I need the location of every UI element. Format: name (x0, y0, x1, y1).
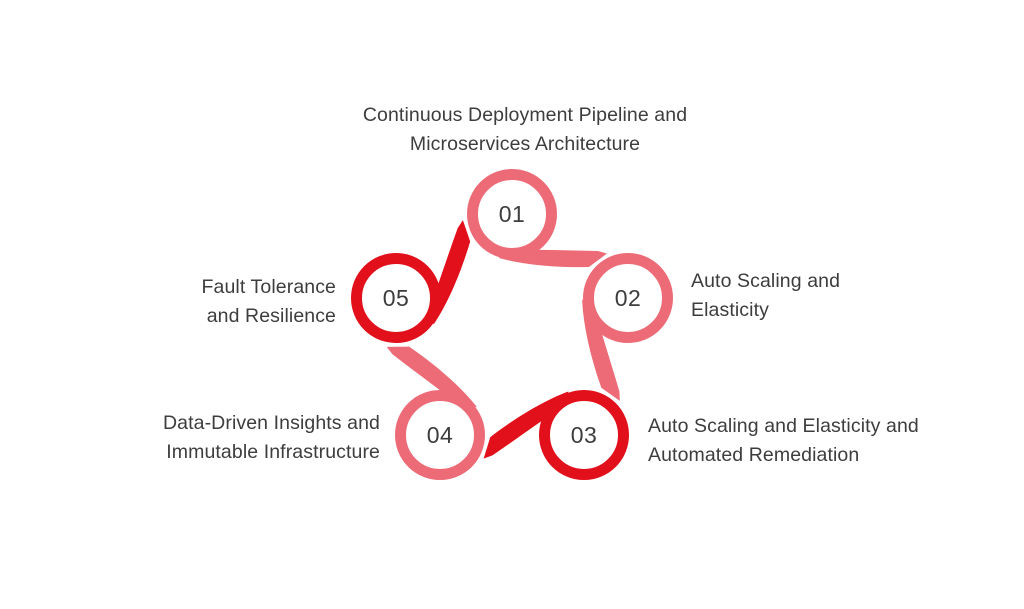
step-label-05: Fault Tolerance and Resilience (85, 273, 336, 331)
step-label-04: Data-Driven Insights and Immutable Infra… (78, 409, 380, 467)
step-ring-04 (395, 390, 485, 480)
step-label-05-line-2: and Resilience (206, 305, 336, 327)
step-ring-02 (583, 253, 673, 343)
step-label-05-line-1: Fault Tolerance (201, 276, 336, 298)
step-label-02: Auto Scaling and Elasticity (691, 267, 951, 325)
step-rings (351, 169, 673, 480)
tail-02-to-03 (582, 299, 620, 401)
step-number-03: 03 (571, 422, 598, 448)
step-label-01-line-1: Continuous Deployment Pipeline and (362, 104, 688, 126)
step-label-01-line-2: Microservices Architecture (409, 133, 641, 155)
tail-03-to-04 (483, 391, 569, 459)
step-label-01: Continuous Deployment Pipeline and Micro… (275, 101, 775, 159)
step-label-03-line-1: Auto Scaling and Elasticity and (648, 415, 919, 437)
step-label-03: Auto Scaling and Elasticity and Automate… (648, 412, 978, 470)
step-label-03-line-2: Automated Remediation (648, 444, 860, 466)
step-number-01: 01 (499, 201, 526, 227)
step-label-02-line-2: Elasticity (691, 299, 769, 321)
step-numbers: 01 02 03 04 05 (383, 201, 642, 448)
step-label-04-line-2: Immutable Infrastructure (166, 441, 380, 463)
step-label-02-line-1: Auto Scaling and (691, 270, 841, 292)
step-number-04: 04 (427, 422, 454, 448)
step-ring-01 (467, 169, 557, 259)
step-ring-05 (351, 253, 441, 343)
step-ring-03 (539, 390, 629, 480)
step-number-02: 02 (615, 285, 642, 311)
step-number-05: 05 (383, 285, 410, 311)
step-label-04-line-1: Data-Driven Insights and (162, 412, 380, 434)
